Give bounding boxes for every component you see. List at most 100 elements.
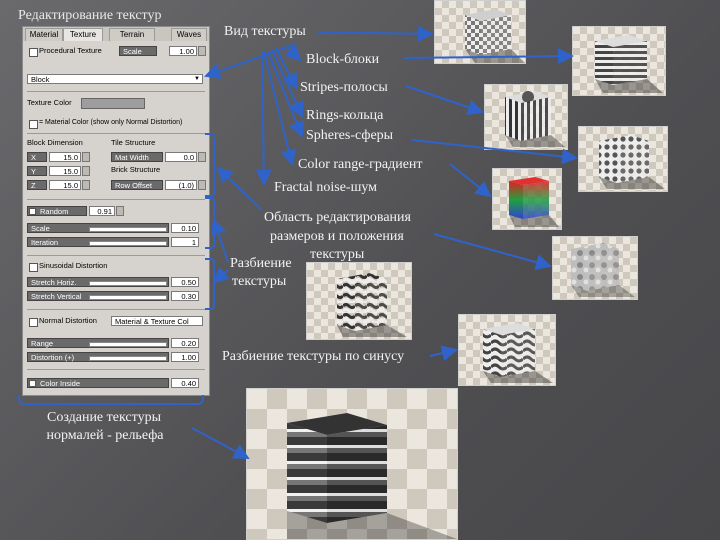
- material-color-label: = Material Color (show only Normal Disto…: [39, 119, 183, 126]
- mat-width-spinner[interactable]: [198, 152, 206, 162]
- arrow-fractal-thumb: [433, 233, 552, 270]
- arrow-color-range: [263, 51, 297, 166]
- texture-editor-panel: Material Texture Terrain Waves Procedura…: [22, 26, 210, 396]
- arrow-spheres: [267, 51, 305, 138]
- arrow-split-up: [210, 218, 229, 263]
- sinusoidal-checkbox[interactable]: [29, 263, 38, 272]
- thumb-checker-cube: [434, 0, 526, 64]
- scale-value-field[interactable]: 1.00: [169, 46, 197, 56]
- color-inside-checkbox[interactable]: [29, 380, 36, 387]
- block-dimension-label: Block Dimension: [27, 138, 83, 147]
- x-value-field[interactable]: 15.0: [49, 152, 81, 162]
- scale-slider[interactable]: [89, 227, 167, 232]
- tab-waves[interactable]: Waves: [171, 28, 207, 41]
- divider: [27, 91, 205, 92]
- row-offset-spinner[interactable]: [198, 180, 206, 190]
- thumb-gradient-cube: [492, 168, 562, 230]
- texture-color-label: Texture Color: [27, 98, 72, 107]
- arrow-sine-thumb: [429, 345, 458, 361]
- random-toggle[interactable]: Random: [27, 206, 87, 216]
- z-value-field[interactable]: 15.0: [49, 180, 81, 190]
- z-spinner[interactable]: [82, 180, 90, 190]
- x-label: X: [27, 152, 47, 162]
- label-edit-area-2: размеров и положения: [270, 229, 404, 244]
- distortion-value[interactable]: 1.00: [171, 352, 199, 362]
- label-normals-2: нормалей - рельефа: [46, 428, 164, 443]
- divider: [27, 199, 205, 200]
- tab-material[interactable]: Material: [25, 28, 63, 41]
- tab-texture[interactable]: Texture: [63, 28, 103, 41]
- arrow-normals-thumb: [191, 427, 250, 459]
- random-spinner[interactable]: [116, 206, 124, 216]
- mat-width-label: Mat Width: [111, 152, 163, 162]
- procedural-texture-label: Procedural Texture: [39, 46, 102, 55]
- label-split-1: Разбиение: [230, 256, 292, 271]
- arrow-stripes-thumb: [405, 85, 484, 116]
- label-stripes: Stripes-полосы: [300, 80, 388, 95]
- tab-terrain[interactable]: Terrain: [109, 28, 155, 41]
- label-split-2: текстуры: [232, 274, 287, 289]
- iteration-value[interactable]: 1: [171, 237, 199, 247]
- scale-spinner[interactable]: [198, 46, 206, 56]
- texture-color-swatch[interactable]: [81, 98, 145, 109]
- arrow-gradient-thumb: [449, 163, 492, 198]
- slide-title: Редактирование текстур: [18, 8, 162, 23]
- arrow-block: [284, 44, 302, 62]
- thumb-sine-cube: [458, 314, 556, 386]
- arrow-fractal: [255, 51, 272, 186]
- label-normals-1: Создание текстуры: [47, 410, 161, 425]
- divider: [27, 133, 205, 134]
- stretch-horiz-value[interactable]: 0.50: [171, 277, 199, 287]
- label-edit-area-1: Область редактирования: [264, 210, 411, 225]
- row-offset-label: Row Offset: [111, 180, 163, 190]
- stretch-horiz-slider[interactable]: [89, 281, 167, 286]
- range-slider[interactable]: [89, 342, 167, 347]
- scale-button[interactable]: Scale: [119, 46, 157, 56]
- thumb-spheres-cube: [578, 126, 668, 192]
- label-edit-area-3: текстуры: [310, 247, 365, 262]
- pattern-select[interactable]: Block ▼: [27, 74, 203, 84]
- thumb-normals-cube: [246, 388, 458, 540]
- random-bracket: [205, 197, 215, 249]
- normal-mode-select[interactable]: Material & Texture Col: [111, 316, 203, 326]
- color-inside-value[interactable]: 0.40: [171, 378, 199, 388]
- thumb-rings-cube: [484, 84, 568, 150]
- normals-bracket: [18, 395, 204, 405]
- x-spinner[interactable]: [82, 152, 90, 162]
- iteration-slider[interactable]: [89, 241, 167, 246]
- label-color-range: Color range-градиент: [298, 157, 423, 172]
- mat-width-field[interactable]: 0.0: [165, 152, 197, 162]
- tab-bar: Material Texture Terrain Waves: [23, 27, 209, 41]
- procedural-texture-checkbox[interactable]: [29, 48, 38, 57]
- range-value[interactable]: 0.20: [171, 338, 199, 348]
- label-spheres: Spheres-сферы: [306, 128, 394, 143]
- label-rings: Rings-кольца: [306, 108, 384, 123]
- material-color-checkbox[interactable]: [29, 120, 38, 129]
- thumb-split-cube: [306, 262, 412, 340]
- normal-distortion-label: Normal Distortion: [39, 316, 97, 325]
- stretch-vert-value[interactable]: 0.30: [171, 291, 199, 301]
- arrow-texture-view: [317, 25, 434, 42]
- scale-slider-value[interactable]: 0.10: [171, 223, 199, 233]
- stretch-vert-slider[interactable]: [89, 295, 167, 300]
- random-checkbox[interactable]: [29, 208, 36, 215]
- row-offset-field[interactable]: (1.0): [165, 180, 197, 190]
- y-spinner[interactable]: [82, 166, 90, 176]
- random-value-field[interactable]: 0.91: [89, 206, 115, 216]
- divider: [27, 255, 205, 256]
- pattern-select-value: Block: [31, 75, 50, 84]
- sinusoidal-bracket: [205, 258, 215, 310]
- y-label: Y: [27, 166, 47, 176]
- arrow-pattern-select: [204, 43, 297, 79]
- brick-structure-label: Brick Structure: [111, 165, 161, 174]
- color-inside-label: Color Inside: [27, 378, 169, 388]
- z-label: Z: [27, 180, 47, 190]
- normal-distortion-checkbox[interactable]: [29, 318, 38, 327]
- tile-structure-label: Tile Structure: [111, 138, 156, 147]
- chevron-down-icon: ▼: [194, 76, 200, 82]
- sinusoidal-label: Sinusoidal Distortion: [39, 261, 108, 270]
- block-dimension-bracket: [205, 133, 215, 197]
- arrow-split-down: [212, 266, 230, 284]
- distortion-slider[interactable]: [89, 356, 167, 361]
- y-value-field[interactable]: 15.0: [49, 166, 81, 176]
